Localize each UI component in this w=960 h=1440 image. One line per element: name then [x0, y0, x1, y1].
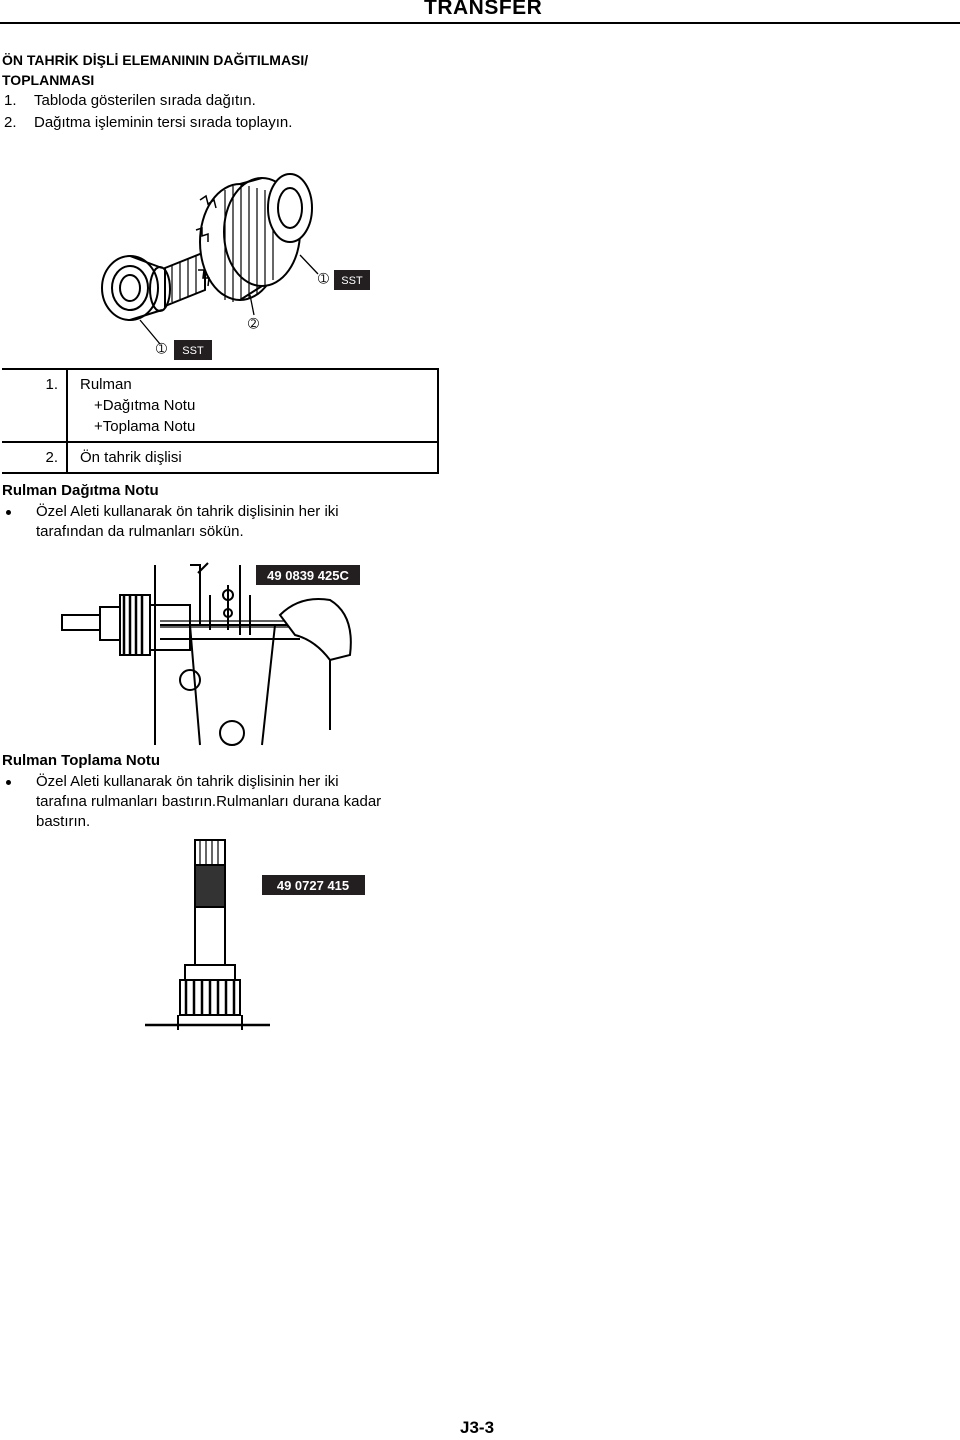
- step-1-text: Tabloda gösterilen sırada dağıtın.: [34, 92, 256, 109]
- bullet-dot: [6, 510, 11, 515]
- left-bearing-drawing: [101, 255, 171, 321]
- row-2-number: 2.: [2, 441, 68, 474]
- sst-badge-bottom: [174, 340, 212, 360]
- shaft-drawing: [164, 250, 206, 308]
- tool-code-label: 49 0727 415: [277, 878, 349, 893]
- callout-leaders: [139, 254, 319, 345]
- vise-handle: [219, 720, 245, 746]
- row-1-description: Rulman +Dağıtma Notu +Toplama Notu: [67, 368, 439, 443]
- callout-1-bottom: ➀: [156, 341, 167, 356]
- section-heading-line2: TOPLANMASI: [2, 72, 95, 88]
- header-divider: [0, 22, 960, 24]
- tool-code-badge: [256, 565, 360, 585]
- row-1-line-3: +Toplama Notu: [94, 418, 196, 435]
- assembly-note-line2: tarafına rulmanları bastırın.Rulmanları …: [36, 793, 382, 810]
- disassembly-note-title: Rulman Dağıtma Notu: [2, 482, 159, 499]
- tool-shaft: [194, 906, 226, 966]
- puller-arm: [209, 585, 229, 630]
- vise-bolt: [179, 669, 201, 691]
- tool-code-badge: [262, 875, 365, 895]
- sst-label-bottom: SST: [182, 345, 204, 357]
- sst-label-top: SST: [341, 275, 363, 287]
- disassembly-note-line2: tarafından da rulmanları sökün.: [36, 523, 244, 540]
- page-number: J3-3: [460, 1418, 495, 1437]
- assembly-note-line3: bastırın.: [36, 813, 91, 830]
- row-1-line-2: +Dağıtma Notu: [94, 397, 196, 414]
- callout-1-top: ➀: [318, 271, 329, 286]
- table-row: 1. Rulman +Dağıtma Notu +Toplama Notu: [2, 368, 439, 443]
- step-2-number: 2.: [4, 114, 17, 131]
- sst-badge-top: [334, 270, 370, 290]
- step-1: 1. Tabloda gösterilen sırada dağıtın.: [4, 90, 256, 112]
- step-2: 2. Dağıtma işleminin tersi sırada toplayı…: [4, 112, 292, 134]
- tool-code-label: 49 0839 425C: [267, 568, 349, 583]
- step-1-number: 1.: [4, 92, 17, 109]
- header-title: TRANSFER: [424, 0, 543, 19]
- table-row: 2. Ön tahrik dişlisi: [2, 441, 439, 474]
- right-bearing-drawing: [267, 173, 313, 243]
- shaft-end: [61, 614, 101, 631]
- hand-drawing: [278, 598, 352, 662]
- assembly-note-title: Rulman Toplama Notu: [2, 752, 161, 769]
- parts-table: 1. Rulman +Dağıtma Notu +Toplama Notu 2.…: [2, 368, 439, 474]
- bullet-dot: [6, 780, 11, 785]
- assembly-note-line1: Özel Aleti kullanarak ön tahrik dişlisin…: [36, 773, 339, 790]
- gear-assembly-illustration: ➀ SST ➁ ➀ SST: [101, 173, 370, 360]
- row-2-description: Ön tahrik dişlisi: [67, 441, 439, 474]
- bearing-removal-illustration: 49 0839 425C: [61, 562, 360, 746]
- row-2-line-1: Ön tahrik dişlisi: [80, 449, 182, 466]
- vise-jaw: [189, 624, 276, 746]
- disassembly-note-line1: Özel Aleti kullanarak ön tahrik dişlisin…: [36, 503, 339, 520]
- row-1-line-1: Rulman: [80, 376, 132, 393]
- step-2-text: Dağıtma işleminin tersi sırada toplayın.: [34, 114, 293, 131]
- row-1-number: 1.: [2, 368, 68, 443]
- callout-2: ➁: [248, 316, 259, 331]
- section-heading-line1: ÖN TAHRİK DİŞLİ ELEMANININ DAĞITILMASI/: [2, 52, 309, 68]
- gear-drawing: [179, 979, 241, 1016]
- knurled-tool: [194, 864, 226, 908]
- bearing-install-illustration: 49 0727 415: [145, 839, 365, 1030]
